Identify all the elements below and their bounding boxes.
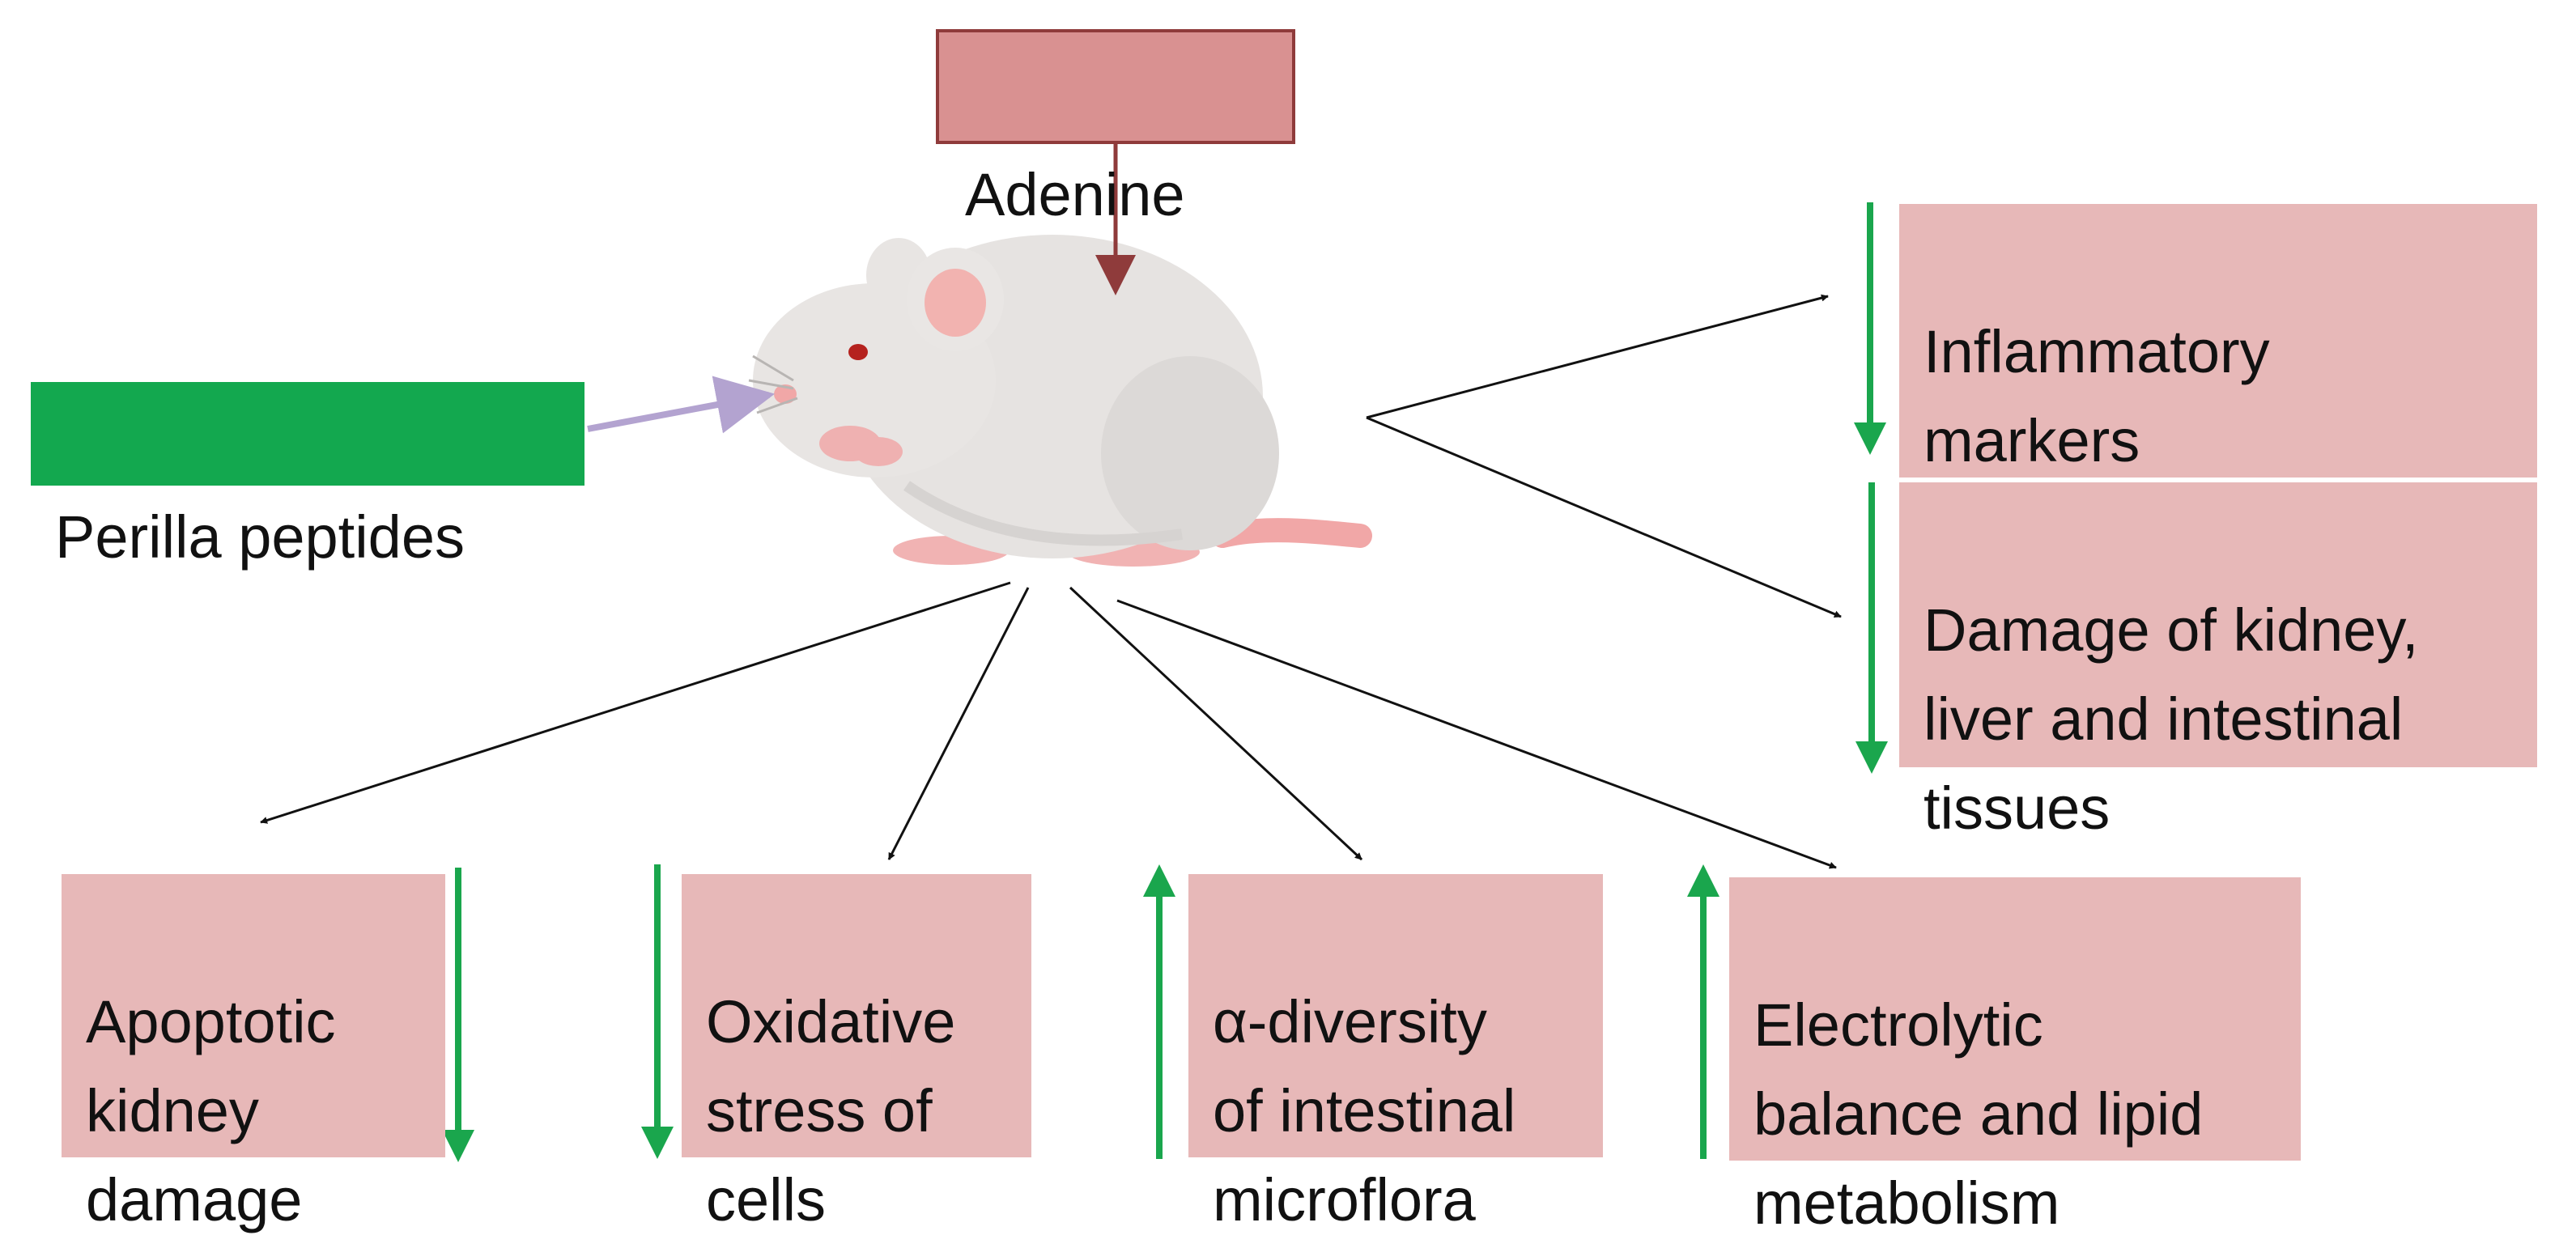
effect-damage-organs-box: Damage of kidney, liver and intestinal t… xyxy=(1899,482,2537,842)
perilla-peptides-label: Perilla peptides xyxy=(55,503,465,571)
effect-alpha-diversity-box: α-diversity of intestinal microflora xyxy=(1188,874,1603,1233)
connector-electrolytic xyxy=(1116,599,1837,869)
connector-alpha xyxy=(1069,586,1363,861)
effect-inflammatory-box: Inflammatory markers expression xyxy=(1899,204,2537,563)
effect-apoptotic-box: Apoptotic kidney damage xyxy=(62,874,445,1233)
effect-alpha-diversity-label: α-diversity of intestinal microflora xyxy=(1213,988,1516,1233)
mouse-icon xyxy=(748,235,1372,567)
effect-damage-organs-label: Damage of kidney, liver and intestinal t… xyxy=(1923,596,2419,842)
connector-apoptotic xyxy=(260,581,1011,824)
effect-oxidative-box: Oxidative stress of cells xyxy=(682,874,1031,1233)
connector-damage-organs xyxy=(1366,416,1842,618)
connector-oxidative xyxy=(887,587,1030,860)
perilla-arrow xyxy=(587,376,776,434)
perilla-peptides-box: Perilla peptides xyxy=(31,382,584,571)
effect-electrolytic-box: Electrolytic balance and lipid metabolis… xyxy=(1729,877,2301,1237)
adenine-label: Adenine xyxy=(965,161,1185,228)
adenine-box: Adenine xyxy=(936,29,1295,228)
effect-electrolytic-label: Electrolytic balance and lipid metabolis… xyxy=(1753,991,2204,1237)
effect-apoptotic-label: Apoptotic kidney damage xyxy=(86,988,336,1233)
connector-inflammatory xyxy=(1366,294,1829,419)
diagram-canvas xyxy=(260,144,1888,1162)
